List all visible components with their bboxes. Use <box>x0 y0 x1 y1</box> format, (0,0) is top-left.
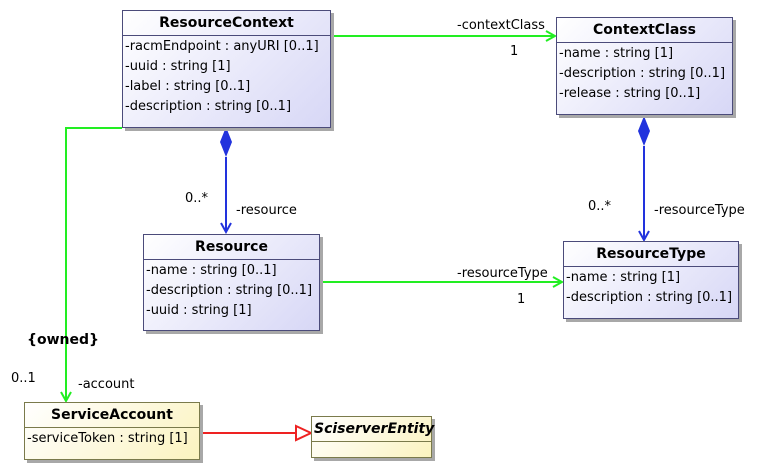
attribute: -description : string [0..1] <box>566 290 733 305</box>
attribute: -release : string [0..1] <box>559 86 701 101</box>
attribute: -name : string [1] <box>559 46 674 61</box>
attribute: -uuid : string [1] <box>125 59 231 74</box>
role-label-resource: -resource <box>236 203 297 218</box>
class-title: ServiceAccount <box>25 403 199 428</box>
multiplicity-context-class: 1 <box>510 44 519 59</box>
role-label-resource-type-class: -resourceType <box>654 203 745 218</box>
association-account <box>66 127 122 401</box>
class-title: ResourceType <box>564 242 738 267</box>
attribute: -description : string [0..1] <box>146 283 313 298</box>
role-label-resource-type-resource: -resourceType <box>457 266 548 281</box>
class-title: Resource <box>144 235 319 260</box>
attribute: -racmEndpoint : anyURI [0..1] <box>125 39 319 54</box>
role-label-context-class: -contextClass <box>457 18 545 33</box>
multiplicity-account: 0..1 <box>11 371 36 386</box>
class-resource[interactable]: Resource -name : string [0..1] -descript… <box>143 234 320 331</box>
attribute: -name : string [0..1] <box>146 263 277 278</box>
class-context-class[interactable]: ContextClass -name : string [1] -descrip… <box>556 17 733 115</box>
role-label-account: -account <box>78 377 135 392</box>
attribute: -uuid : string [1] <box>146 303 252 318</box>
composition-diamond-context <box>220 127 232 157</box>
class-resource-context[interactable]: ResourceContext -racmEndpoint : anyURI [… <box>122 10 331 128</box>
constraint-owned: {owned} <box>27 332 99 348</box>
class-title: SciserverEntity <box>312 417 434 442</box>
multiplicity-resource-type-class: 0..* <box>588 199 612 214</box>
multiplicity-resource-type-resource: 1 <box>517 292 526 307</box>
class-title: ContextClass <box>557 18 732 43</box>
class-title: ResourceContext <box>123 11 330 36</box>
class-sciserver-entity[interactable]: SciserverEntity <box>311 416 434 458</box>
attribute: -label : string [0..1] <box>125 79 251 94</box>
attribute: -serviceToken : string [1] <box>27 431 188 446</box>
composition-diamond-class <box>638 116 650 146</box>
class-resource-type[interactable]: ResourceType -name : string [1] -descrip… <box>563 241 739 319</box>
attribute: -description : string [0..1] <box>125 99 292 114</box>
multiplicity-resource: 0..* <box>185 191 209 206</box>
attribute: -name : string [1] <box>566 270 681 285</box>
attribute: -description : string [0..1] <box>559 66 726 81</box>
generalization-triangle <box>295 424 314 442</box>
class-service-account[interactable]: ServiceAccount -serviceToken : string [1… <box>24 402 200 460</box>
